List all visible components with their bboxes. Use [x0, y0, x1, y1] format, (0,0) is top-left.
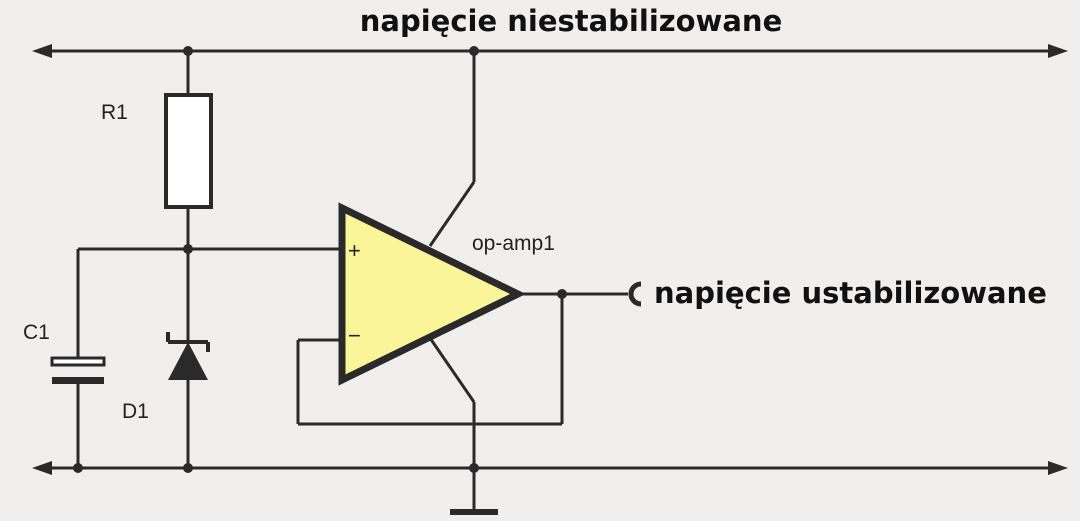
junction-node: [469, 463, 479, 473]
resistor-r1: [164, 93, 213, 209]
opamp-triangle: [338, 202, 526, 386]
bottom-rail-right-arrow: [1048, 461, 1068, 475]
opamp-ground-wire: [428, 337, 476, 403]
capacitor-c1: [50, 356, 106, 384]
output-label: napięcie ustabilizowane: [654, 276, 1047, 310]
output-terminal-icon: [628, 281, 642, 307]
top-rail-label: napięcie niestabilizowane: [360, 4, 782, 38]
opamp-plus-label: +: [348, 238, 361, 263]
junction-node: [469, 46, 479, 56]
zener-diode-d1: [166, 332, 210, 380]
c1-label: C1: [23, 321, 50, 344]
bottom-rail-left-arrow: [32, 461, 52, 475]
junction-node: [183, 46, 193, 56]
junction-node: [183, 244, 193, 254]
opamp-minus-label: −: [348, 323, 361, 348]
junction-node: [183, 463, 193, 473]
junction-node: [73, 463, 83, 473]
d1-label: D1: [122, 400, 149, 423]
r1-branch: [164, 51, 213, 468]
top-rail: [32, 44, 1068, 58]
top-rail-right-arrow: [1048, 44, 1068, 58]
opamp-label: op-amp1: [472, 232, 555, 255]
bottom-rail: [32, 461, 1068, 475]
r1-label: R1: [101, 101, 128, 124]
junction-node: [557, 289, 567, 299]
top-rail-left-arrow: [32, 44, 52, 58]
